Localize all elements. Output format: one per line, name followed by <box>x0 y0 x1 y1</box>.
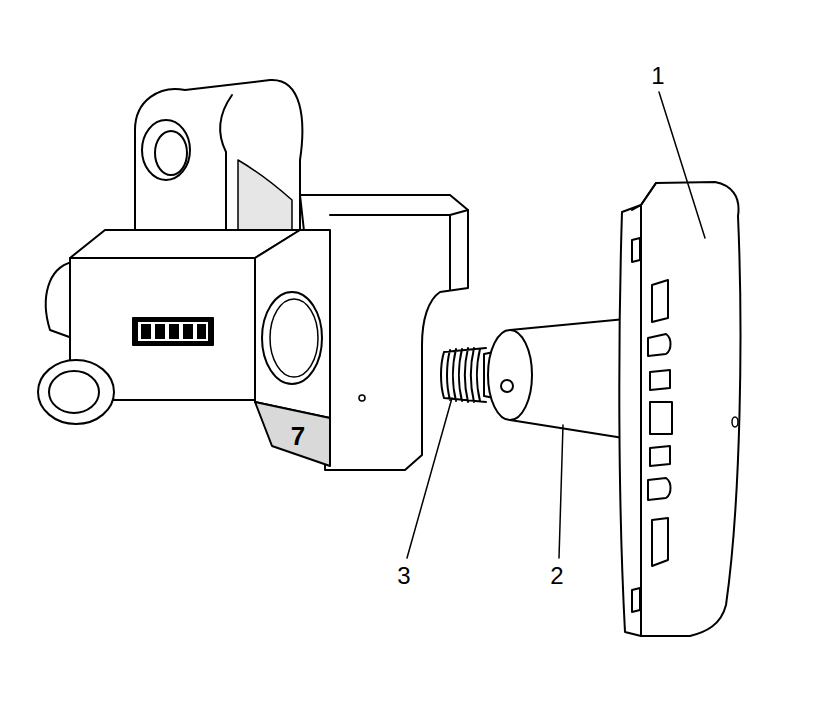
callout-number: 1 <box>649 63 666 89</box>
spring <box>441 348 490 402</box>
mount-hole-bore <box>155 131 187 175</box>
ear-casting <box>238 160 292 232</box>
flange-mark <box>359 395 365 401</box>
callout-number: 3 <box>395 563 412 589</box>
callout-number: 2 <box>548 563 565 589</box>
shoe-mark <box>732 417 738 427</box>
marking-pad <box>255 402 330 466</box>
mount-hole <box>142 120 190 180</box>
piston-hole <box>501 380 513 392</box>
part-marking: 7 <box>289 422 307 450</box>
shoe-back <box>619 205 641 636</box>
piston-end <box>488 330 532 420</box>
plunger-boss-inner <box>270 299 318 377</box>
maker-logo <box>133 318 213 345</box>
lower-hole <box>49 371 99 413</box>
body-side <box>255 230 330 418</box>
lower-ear <box>38 360 114 424</box>
flange-edge <box>330 210 468 290</box>
shoe-ribs <box>632 238 672 612</box>
leader-lines <box>407 92 705 558</box>
housing-rear <box>46 262 72 338</box>
mounting-ear <box>135 80 302 235</box>
plunger-boss <box>262 292 322 384</box>
shoe <box>641 182 740 636</box>
ear-face <box>220 95 232 235</box>
